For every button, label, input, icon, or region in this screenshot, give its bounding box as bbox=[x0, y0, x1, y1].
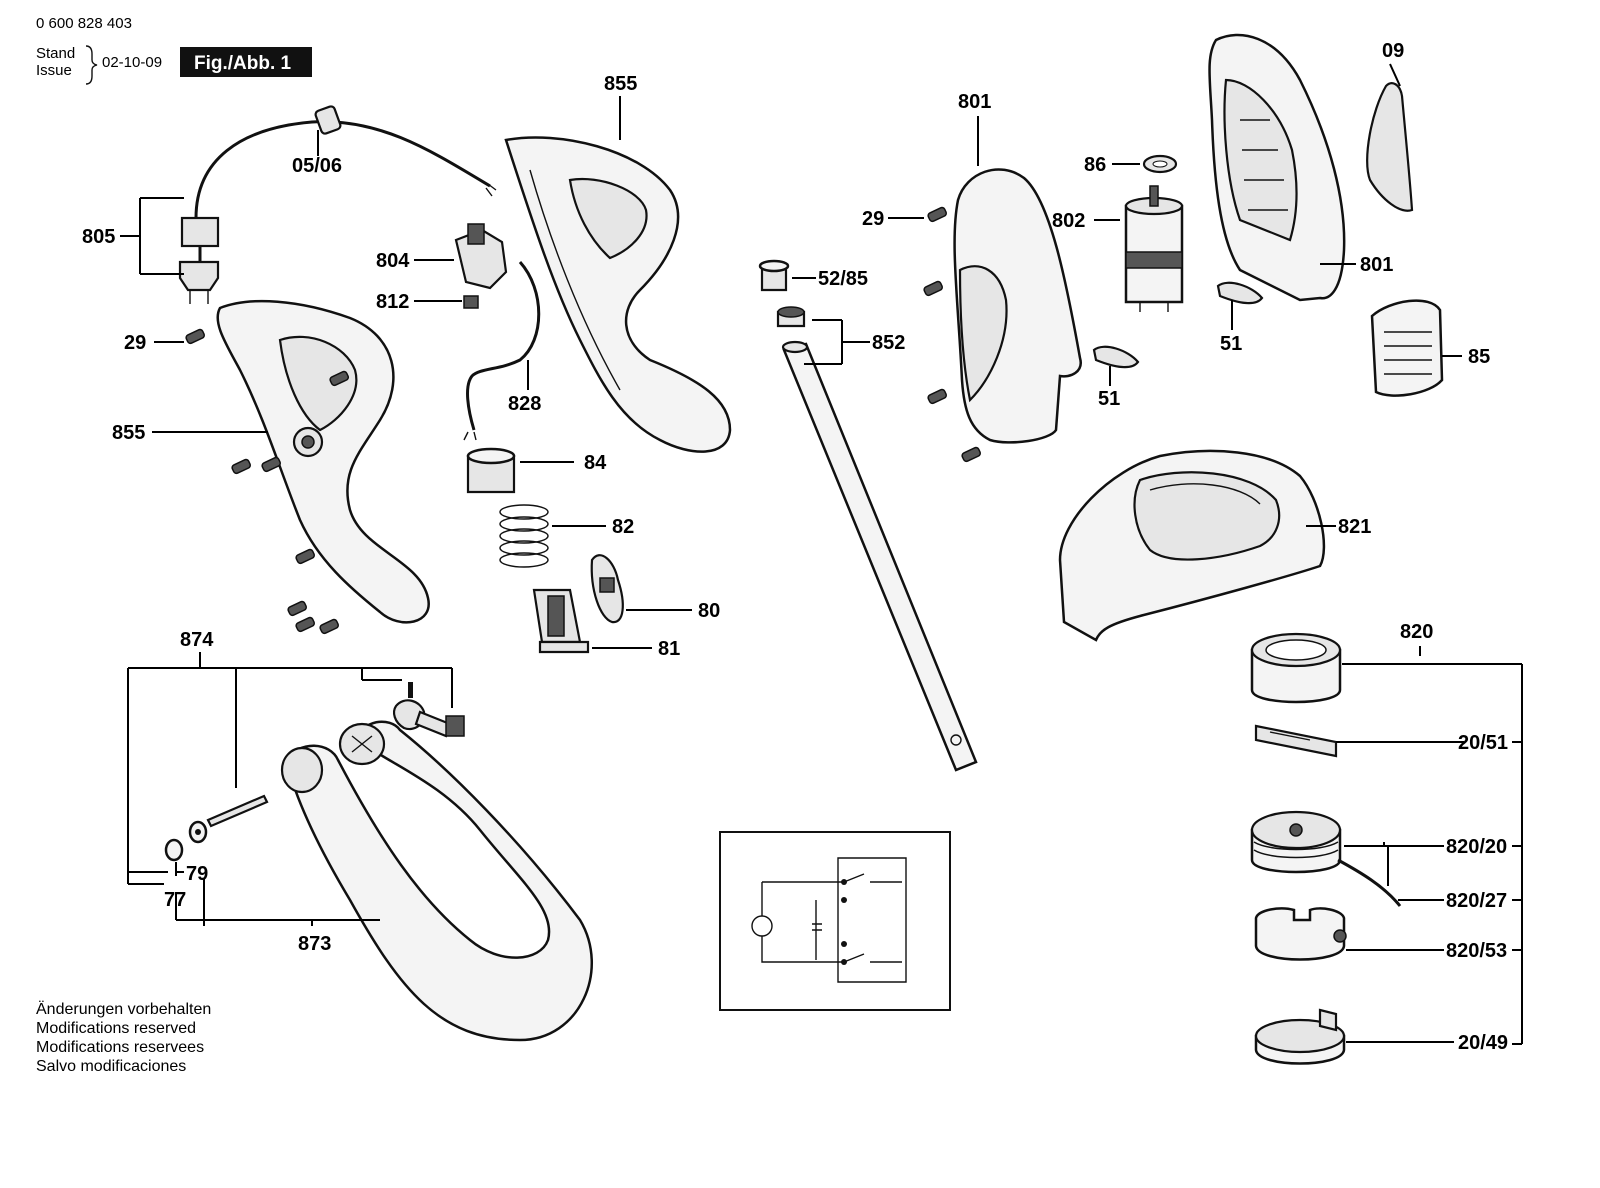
label-80: 80 bbox=[698, 600, 720, 622]
screws-right bbox=[923, 206, 982, 463]
document-number: 0 600 828 403 bbox=[36, 15, 132, 32]
screws-left bbox=[185, 328, 350, 635]
spool-cap-20-49 bbox=[1254, 1008, 1346, 1065]
line-cutter-20-51 bbox=[1254, 724, 1338, 758]
washer-77 bbox=[164, 838, 184, 862]
label-51-right: 51 bbox=[1220, 333, 1242, 355]
label-812: 812 bbox=[376, 291, 409, 313]
label-855-left: 855 bbox=[112, 422, 145, 444]
leader-820-20 bbox=[1344, 842, 1522, 847]
footer-line-es: Salvo modificaciones bbox=[36, 1058, 186, 1075]
line-820-27 bbox=[1337, 858, 1402, 907]
label-82: 82 bbox=[612, 516, 634, 538]
auxiliary-handle-873 bbox=[280, 720, 593, 1042]
clip-51-right bbox=[1216, 281, 1264, 305]
switch-804 bbox=[454, 223, 508, 290]
label-801-right: 801 bbox=[1360, 254, 1393, 276]
filter-09 bbox=[1366, 82, 1414, 212]
label-29-right: 29 bbox=[862, 208, 884, 230]
label-804: 804 bbox=[376, 250, 410, 272]
shaft-cap-52-85 bbox=[758, 259, 790, 292]
wiring-schematic bbox=[719, 831, 951, 1011]
shaft-tube-852 bbox=[782, 342, 978, 772]
capacitor-812 bbox=[463, 295, 479, 309]
label-820-20: 820/20 bbox=[1446, 836, 1507, 858]
leader-09 bbox=[1389, 63, 1401, 87]
slider-81 bbox=[532, 588, 590, 654]
leader-79 bbox=[128, 862, 184, 876]
stand-label: Stand bbox=[36, 45, 75, 62]
issue-label: Issue bbox=[36, 62, 72, 79]
issue-date: 02-10-09 bbox=[102, 54, 162, 71]
label-874: 874 bbox=[180, 629, 214, 651]
bolt bbox=[206, 794, 269, 828]
motor-housing-half-right bbox=[1208, 33, 1346, 302]
handle-half-right bbox=[504, 136, 732, 453]
label-20-51: 20/51 bbox=[1458, 732, 1508, 754]
leader-852 bbox=[804, 319, 870, 365]
footer-line-fr: Modifications reservees bbox=[36, 1039, 204, 1056]
vent-cover-85 bbox=[1370, 299, 1444, 397]
label-801-top: 801 bbox=[958, 91, 991, 113]
label-29-left: 29 bbox=[124, 332, 146, 354]
sleeve-84 bbox=[466, 447, 516, 494]
leader-820-27 bbox=[1387, 846, 1522, 901]
footer-line-en: Modifications reserved bbox=[36, 1020, 196, 1037]
guard-821 bbox=[1058, 449, 1326, 642]
leader-805 bbox=[120, 197, 184, 275]
label-828: 828 bbox=[508, 393, 541, 415]
brace-icon bbox=[85, 45, 98, 85]
label-51-mid: 51 bbox=[1098, 388, 1120, 410]
power-cord-assembly bbox=[178, 105, 497, 304]
footer-line-de: Änderungen vorbehalten bbox=[36, 1000, 211, 1018]
motor-802 bbox=[1124, 185, 1184, 312]
spool-cover-clip-820-53 bbox=[1254, 907, 1347, 961]
lever-80 bbox=[590, 554, 624, 624]
bracket-874 bbox=[127, 652, 453, 885]
label-05-06: 05/06 bbox=[292, 155, 342, 177]
figure-badge-text: Fig./Abb. 1 bbox=[194, 53, 292, 74]
shaft-bush bbox=[776, 306, 806, 328]
motor-housing-half-left bbox=[953, 168, 1082, 444]
label-820: 820 bbox=[1400, 621, 1433, 643]
label-852: 852 bbox=[872, 332, 905, 354]
label-86: 86 bbox=[1084, 154, 1106, 176]
spool-housing-820 bbox=[1250, 632, 1342, 704]
label-820-27: 820/27 bbox=[1446, 890, 1507, 912]
bracket-873 bbox=[175, 878, 380, 926]
label-84: 84 bbox=[584, 452, 607, 474]
label-20-49: 20/49 bbox=[1458, 1032, 1508, 1054]
label-821: 821 bbox=[1338, 516, 1371, 538]
label-81: 81 bbox=[658, 638, 680, 660]
label-805: 805 bbox=[82, 226, 115, 248]
label-820-53: 820/53 bbox=[1446, 940, 1507, 962]
label-52-85: 52/85 bbox=[818, 268, 868, 290]
label-802: 802 bbox=[1052, 210, 1085, 232]
label-85: 85 bbox=[1468, 346, 1490, 368]
bearing-86 bbox=[1142, 154, 1178, 174]
label-09: 09 bbox=[1382, 40, 1404, 62]
handle-half-left bbox=[216, 299, 430, 624]
figure-badge: Fig./Abb. 1 bbox=[180, 47, 312, 77]
label-873: 873 bbox=[298, 933, 331, 955]
clip-51-mid bbox=[1092, 345, 1140, 369]
label-855-top: 855 bbox=[604, 73, 637, 95]
cable-828 bbox=[466, 261, 541, 431]
label-79: 79 bbox=[186, 863, 208, 885]
clamp-screw-assembly bbox=[393, 682, 465, 738]
bracket-820 bbox=[1342, 646, 1523, 1045]
spring-82 bbox=[499, 504, 549, 568]
spool-820-20 bbox=[1250, 810, 1342, 874]
